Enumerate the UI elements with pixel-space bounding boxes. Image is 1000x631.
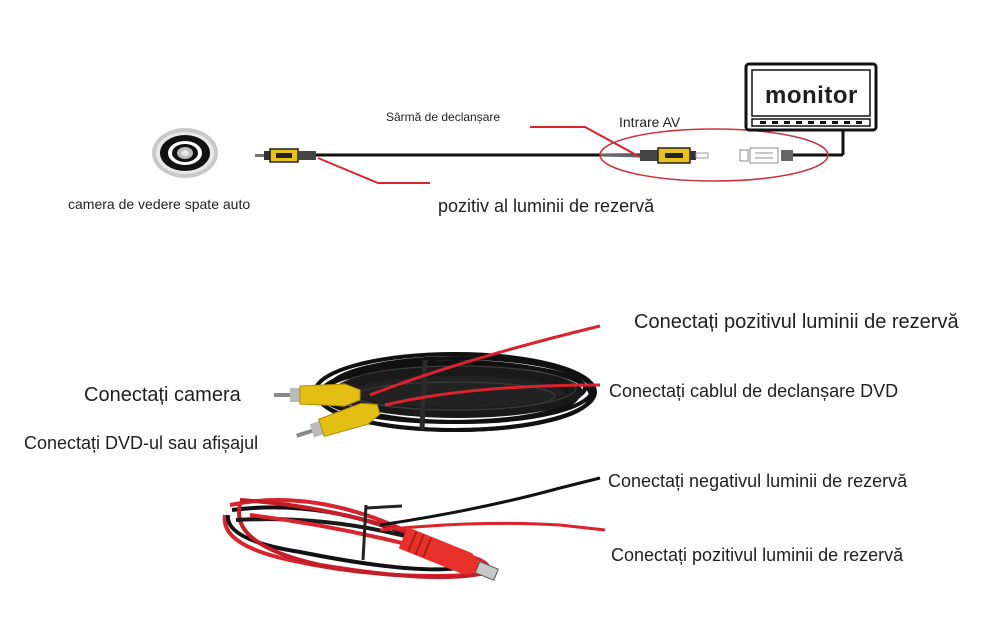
camera-label: camera de vedere spate auto (68, 196, 251, 212)
backup-positive-label: pozitiv al luminii de rezervă (438, 196, 655, 216)
connect-backup-positive-power-label: Conectați pozitivul luminii de rezervă (611, 545, 904, 565)
av-connection-highlight (599, 128, 829, 182)
monitor-socket-icon (739, 128, 845, 164)
av-rca-plug-icon (640, 147, 709, 164)
video-extension-cable-image (274, 324, 601, 438)
monitor-icon (744, 62, 878, 132)
camera-icon (152, 128, 218, 178)
av-input-label: Intrare AV (619, 114, 681, 130)
power-cable-image (222, 476, 606, 581)
backup-positive-wire (317, 157, 430, 184)
connect-backup-positive-label: Conectați pozitivul luminii de rezervă (634, 311, 959, 333)
connect-dvd-trigger-label: Conectați cablul de declanșare DVD (609, 381, 899, 401)
trigger-wire-label: Sârmă de declanșare (386, 110, 501, 124)
connect-backup-negative-label: Conectați negativul luminii de rezervă (608, 471, 908, 491)
camera-rca-plug-icon (255, 148, 316, 163)
connect-dvd-display-label: Conectați DVD-ul sau afișajul (24, 433, 259, 453)
monitor-label: monitor (765, 82, 858, 109)
connect-camera-label: Conectați camera (84, 384, 241, 406)
trigger-wire (530, 126, 641, 158)
